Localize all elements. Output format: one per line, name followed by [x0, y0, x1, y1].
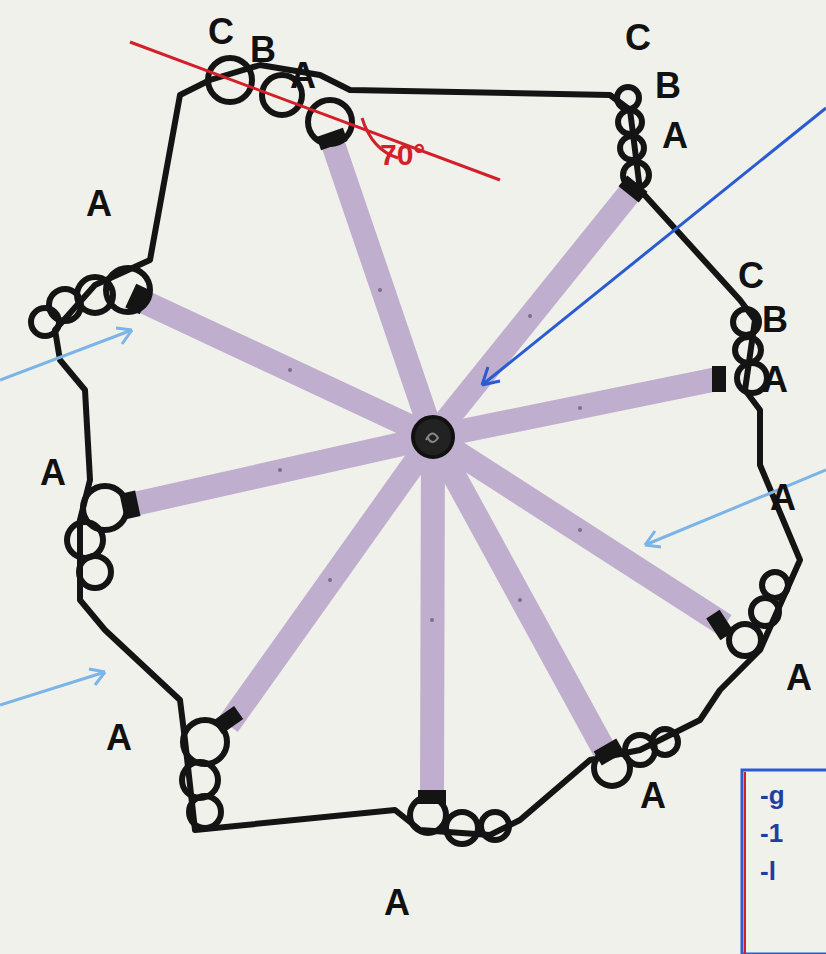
cluster-letter: A — [770, 480, 796, 516]
note-text: -l — [760, 858, 776, 884]
spoke-dots — [278, 288, 582, 622]
cluster-letter: A — [640, 778, 666, 814]
hub-mark — [426, 433, 438, 442]
cluster-letter: C — [208, 14, 234, 50]
cluster-letter: A — [384, 885, 410, 921]
cluster-letter: B — [250, 32, 276, 68]
cluster-letter: A — [662, 118, 688, 154]
note-text: -g — [760, 782, 785, 808]
hub-atom — [413, 417, 453, 457]
cluster-letter: A — [86, 186, 112, 222]
note-box — [742, 770, 826, 954]
cluster-letter: A — [786, 660, 812, 696]
cluster-letter: A — [40, 455, 66, 491]
cluster-letter: C — [738, 258, 764, 294]
angle-label: 70° — [380, 140, 425, 170]
blue-arrows — [482, 108, 826, 385]
note-margin — [744, 772, 746, 954]
cluster-letter: A — [290, 58, 316, 94]
ring-outline — [55, 65, 800, 835]
spokes — [130, 135, 725, 795]
atom-circles — [31, 58, 788, 844]
note-text: -1 — [760, 820, 783, 846]
light-blue-arrows — [0, 328, 826, 705]
cluster-letter: B — [655, 68, 681, 104]
cluster-letter: B — [762, 302, 788, 338]
cluster-letter: A — [762, 362, 788, 398]
angle-line — [130, 42, 500, 180]
cluster-letter: A — [106, 720, 132, 756]
spoke-caps — [119, 128, 733, 804]
cluster-letter: C — [625, 20, 651, 56]
